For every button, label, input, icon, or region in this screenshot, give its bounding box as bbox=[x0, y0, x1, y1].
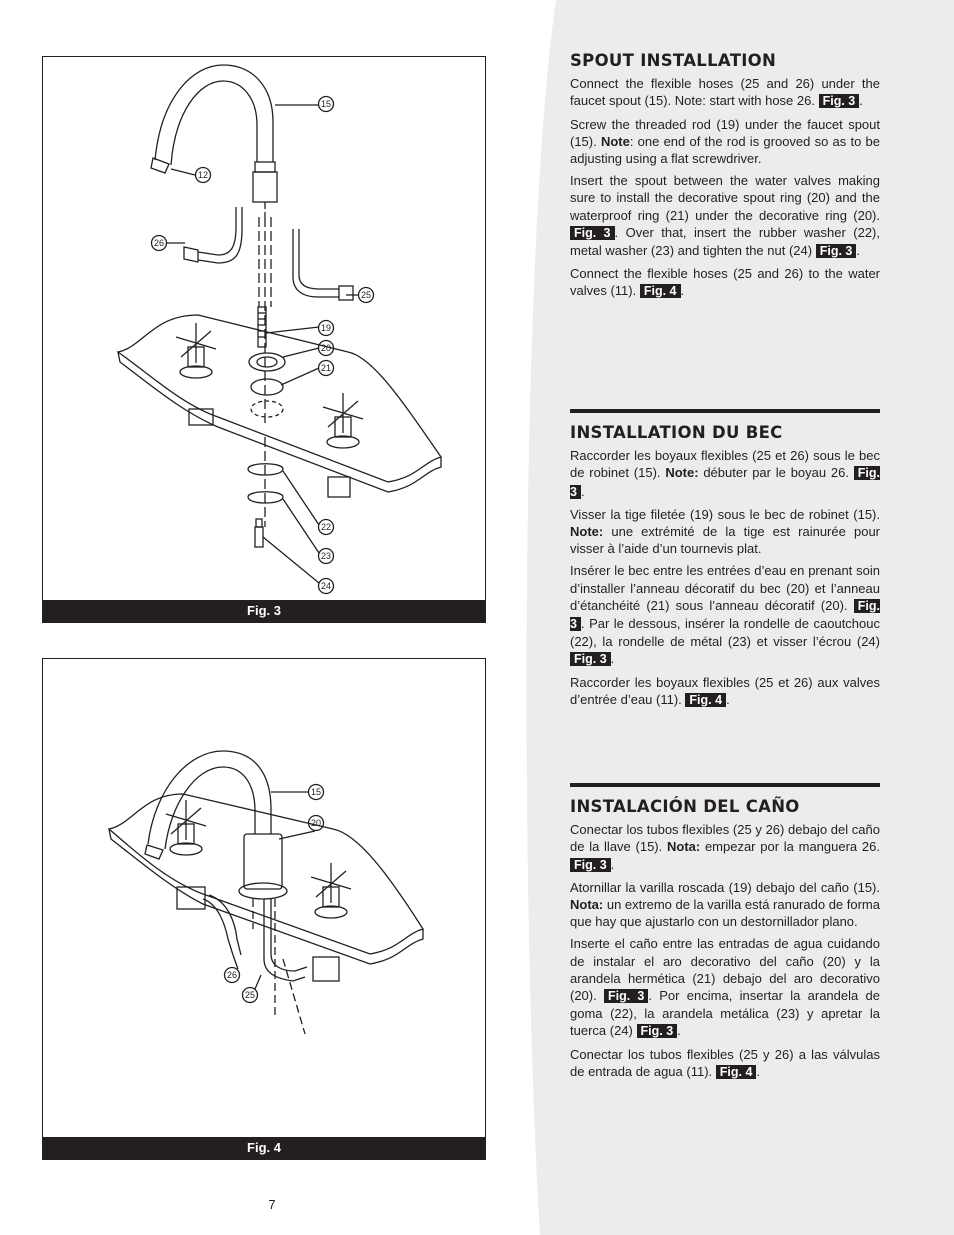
callout-26: 26 bbox=[154, 238, 164, 248]
section-heading: INSTALACIÓN DEL CAÑO bbox=[570, 797, 800, 816]
figure-3: 15 12 26 25 19 20 21 22 23 24 Fig. 3 bbox=[42, 56, 486, 623]
paragraph: Conectar los tubos flexibles (25 y 26) d… bbox=[570, 822, 880, 872]
callout-19: 19 bbox=[321, 323, 331, 333]
callout-20: 20 bbox=[311, 818, 321, 828]
callout-22: 22 bbox=[321, 522, 331, 532]
figure-3-caption: Fig. 3 bbox=[43, 600, 485, 622]
figure-reference: Fig. 4 bbox=[639, 284, 681, 299]
callout-26: 26 bbox=[227, 970, 237, 980]
section-instalacion-del-cano: INSTALACIÓN DEL CAÑO Conectar los tubos … bbox=[570, 783, 880, 1086]
paragraph: Conectar los tubos flexibles (25 y 26) a… bbox=[570, 1046, 880, 1079]
figure-reference: Fig. 4 bbox=[715, 1064, 757, 1079]
callout-15: 15 bbox=[311, 787, 321, 797]
figure-4: 15 20 26 25 Fig. 4 bbox=[42, 658, 486, 1160]
paragraph: Screw the threaded rod (19) under the fa… bbox=[570, 116, 880, 167]
figure-3-illustration: 15 12 26 25 19 20 21 22 23 24 bbox=[116, 64, 443, 595]
section-heading: INSTALLATION DU BEC bbox=[570, 423, 783, 442]
callout-12: 12 bbox=[198, 170, 208, 180]
paragraph: Raccorder les boyaux flexibles (25 et 26… bbox=[570, 448, 880, 499]
callout-25: 25 bbox=[245, 990, 255, 1000]
callout-20: 20 bbox=[321, 343, 331, 353]
paragraph: Visser la tige filetée (19) sous le bec … bbox=[570, 506, 880, 557]
section-heading: SPOUT INSTALLATION bbox=[570, 51, 777, 70]
figure-4-caption: Fig. 4 bbox=[43, 1137, 485, 1159]
section-spout-installation: SPOUT INSTALLATION Connect the flexible … bbox=[570, 52, 880, 306]
figure-reference: Fig. 3 bbox=[570, 225, 615, 240]
figure-reference: Fig. 3 bbox=[604, 989, 649, 1004]
figure-reference: Fig. 3 bbox=[636, 1024, 678, 1039]
paragraph: Raccorder les boyaux flexibles (25 et 26… bbox=[570, 674, 880, 707]
paragraph: Connect the flexible hoses (25 and 26) t… bbox=[570, 266, 880, 299]
paragraph: Atornillar la varilla roscada (19) debaj… bbox=[570, 879, 880, 930]
figure-reference: Fig. 4 bbox=[685, 692, 727, 707]
paragraph: Inserte el caño entre las entradas de ag… bbox=[570, 936, 880, 1039]
callout-15: 15 bbox=[321, 99, 331, 109]
section-divider bbox=[570, 783, 880, 787]
callout-25: 25 bbox=[361, 290, 371, 300]
section-divider bbox=[570, 409, 880, 413]
figure-reference: Fig. 3 bbox=[570, 652, 611, 667]
paragraph: Insérer le bec entre les entrées d’eau e… bbox=[570, 563, 880, 667]
figure-reference: Fig. 3 bbox=[818, 94, 860, 109]
paragraph: Insert the spout between the water valve… bbox=[570, 173, 880, 259]
paragraph: Connect the flexible hoses (25 and 26) u… bbox=[570, 76, 880, 109]
callout-21: 21 bbox=[321, 363, 331, 373]
callout-23: 23 bbox=[321, 551, 331, 561]
figure-reference: Fig. 3 bbox=[570, 857, 611, 872]
figure-reference: Fig. 3 bbox=[815, 244, 857, 259]
page-number: 7 bbox=[268, 1197, 276, 1212]
section-installation-du-bec: INSTALLATION DU BEC Raccorder les boyaux… bbox=[570, 409, 880, 714]
figure-4-illustration: 15 20 26 25 bbox=[107, 750, 425, 1035]
callout-24: 24 bbox=[321, 581, 331, 591]
